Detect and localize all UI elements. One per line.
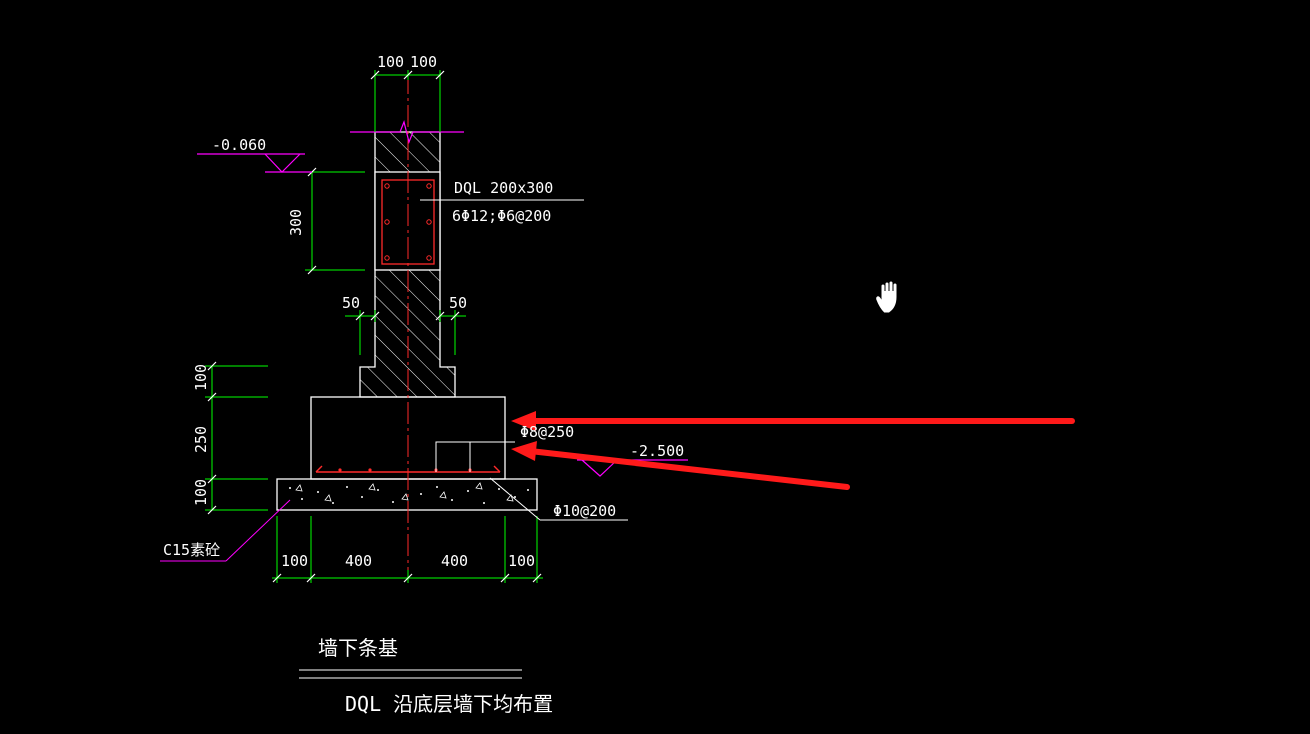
- title-underline: [299, 669, 522, 679]
- rebar-stirrup-label: Φ8@250: [520, 423, 574, 441]
- bottom-dim-3: 400: [441, 552, 468, 570]
- bottom-dim-1: 100: [281, 552, 308, 570]
- bottom-dim-4: 100: [508, 552, 535, 570]
- bottom-dim-2: 400: [345, 552, 372, 570]
- dimension-ticks: [207, 70, 542, 583]
- annotation-arrow-1: [511, 411, 1075, 431]
- break-line: [350, 120, 464, 144]
- dim-50-right-label: 50: [449, 294, 467, 312]
- beam-rebar-label: 6Φ12;Φ6@200: [452, 207, 551, 225]
- top-dim-right: 100: [410, 53, 437, 71]
- elevation-top-label: -0.060: [212, 136, 266, 154]
- left-dim-250: 250: [192, 426, 210, 453]
- elevation-bottom-label: -2.500: [630, 442, 684, 460]
- left-dim-100-bottom: 100: [192, 479, 210, 506]
- drawing-title: 墙下条基: [318, 636, 398, 660]
- hand-cursor-icon: [875, 280, 898, 314]
- drawing-subtitle: DQL 沿底层墙下均布置: [345, 692, 553, 716]
- beam-label: DQL 200x300: [454, 179, 553, 197]
- concrete-cushion: [276, 478, 538, 511]
- leader-lines: [160, 199, 628, 562]
- dim-300-label: 300: [287, 209, 305, 236]
- concrete-label: C15素砼: [163, 541, 220, 559]
- rebar-bottom-label: Φ10@200: [553, 502, 616, 520]
- annotation-arrow-2: [511, 441, 850, 490]
- elevation-marker-top: [197, 153, 312, 173]
- left-dim-100-top: 100: [192, 364, 210, 391]
- dim-50-left-label: 50: [342, 294, 360, 312]
- top-dim-left: 100: [377, 53, 404, 71]
